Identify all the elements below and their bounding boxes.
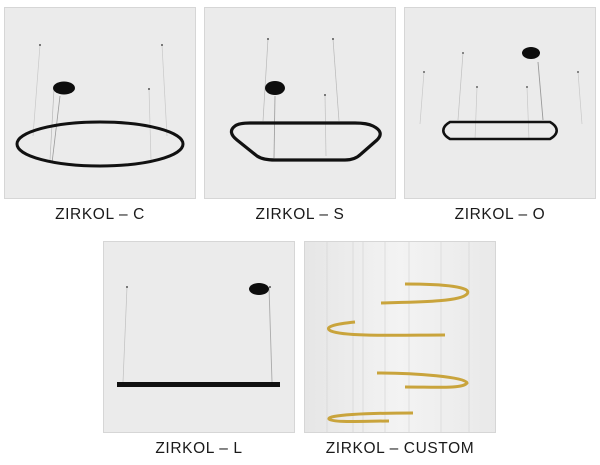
spiral-pendant-icon: [326, 242, 470, 432]
ring-pendant-icon: [15, 44, 185, 168]
product-caption: ZIRKOL – CUSTOM: [325, 440, 475, 457]
product-image-zirkol-c[interactable]: [4, 7, 196, 199]
product-image-zirkol-custom[interactable]: [304, 241, 496, 433]
product-caption: ZIRKOL – C: [55, 206, 145, 223]
product-image-zirkol-o[interactable]: [404, 7, 596, 199]
product-tile-zirkol-c[interactable]: ZIRKOL – C: [4, 7, 196, 224]
product-image-zirkol-s[interactable]: [204, 7, 396, 199]
product-tile-zirkol-s[interactable]: ZIRKOL – S: [204, 7, 396, 224]
square-ring-pendant-icon: [229, 38, 382, 162]
product-tile-zirkol-o[interactable]: ZIRKOL – O: [404, 7, 596, 224]
product-caption: ZIRKOL – S: [255, 206, 345, 223]
oval-ring-pendant-icon: [419, 47, 583, 141]
product-image-zirkol-l[interactable]: [103, 241, 295, 433]
linear-pendant-icon: [117, 283, 280, 387]
product-tile-zirkol-l[interactable]: ZIRKOL – L: [103, 241, 295, 458]
product-tile-zirkol-custom[interactable]: ZIRKOL – CUSTOM: [304, 241, 496, 458]
product-caption: ZIRKOL – O: [454, 206, 546, 223]
product-caption: ZIRKOL – L: [155, 440, 243, 457]
